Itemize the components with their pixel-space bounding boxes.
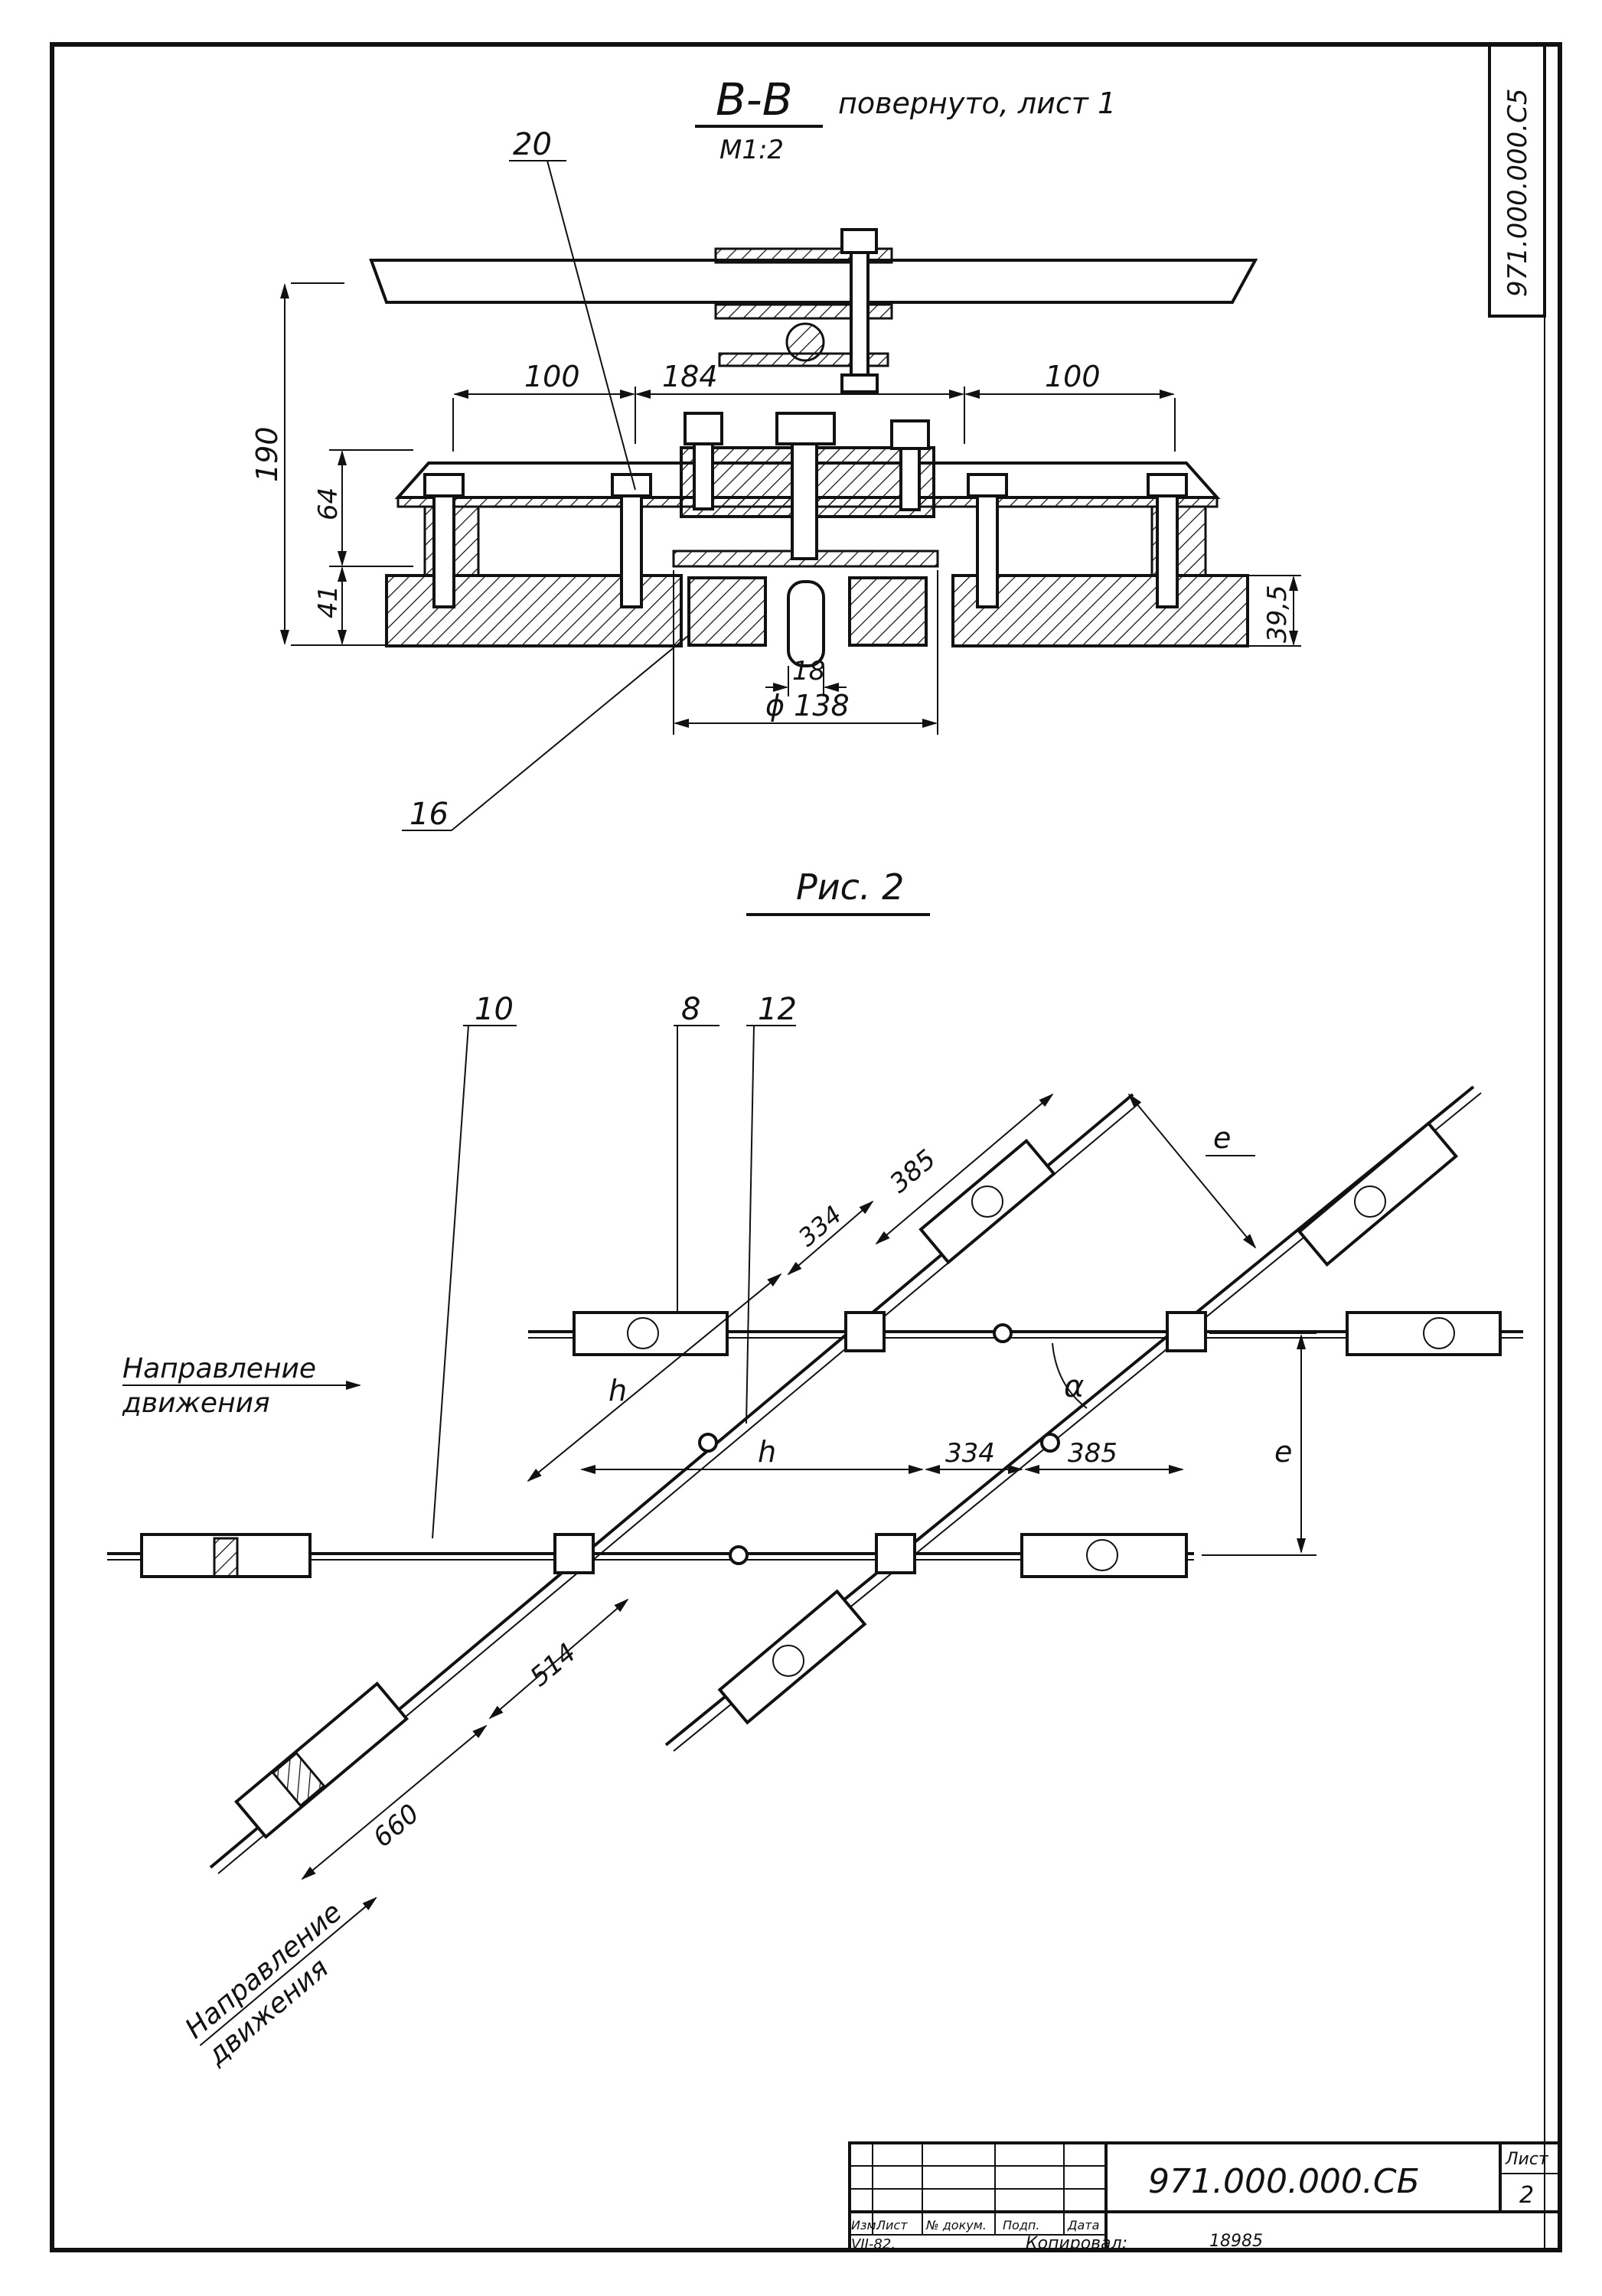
direction-text-1a: Направление bbox=[122, 1353, 316, 1384]
center-pin bbox=[787, 580, 825, 667]
direction-text-1b: движения bbox=[122, 1388, 270, 1419]
section-note: повернуто, лист 1 bbox=[838, 86, 1116, 120]
dim-100-right: 100 bbox=[1045, 360, 1101, 393]
rod-nodes bbox=[553, 1311, 1207, 1574]
top-bolt-head bbox=[840, 228, 878, 254]
direction-label-horizontal: Направление движения bbox=[122, 1353, 361, 1419]
dim-h-diagonal: h bbox=[608, 1374, 627, 1407]
rail-clamp-lower bbox=[714, 303, 893, 320]
callout-8: 8 bbox=[681, 992, 700, 1027]
base-rail-mid-left bbox=[687, 576, 767, 647]
dim-41: 41 bbox=[313, 585, 344, 618]
stamp-code-vertical: 971.000.000.С5 bbox=[1502, 89, 1533, 297]
col-date: Дата bbox=[1067, 2218, 1099, 2232]
base-bolts bbox=[423, 412, 1188, 608]
dim-660: 660 bbox=[367, 1799, 425, 1854]
dim-e-top: e bbox=[1213, 1121, 1231, 1155]
sheet-frame bbox=[50, 42, 1562, 2252]
callout-10: 10 bbox=[475, 992, 514, 1027]
col-list: Лист bbox=[876, 2218, 908, 2232]
angle-alpha: α bbox=[1064, 1369, 1084, 1404]
dim-phi-138: ϕ 138 bbox=[765, 689, 850, 722]
vertical-stamp: 971.000.000.С5 bbox=[1488, 43, 1546, 318]
dim-18: 18 bbox=[792, 656, 825, 687]
figure-2: Рис. 2 10 8 12 bbox=[107, 866, 1523, 2072]
top-rail bbox=[369, 259, 1258, 304]
section-view: В-В М1:2 повернуто, лист 1 190 100 184 1… bbox=[250, 73, 1301, 832]
title-block: 971.000.000.СБ Лист 2 Изм. Лист № докум.… bbox=[848, 2141, 1561, 2253]
dim-190: 190 bbox=[250, 426, 284, 482]
dim-385-mid: 385 bbox=[1068, 1438, 1117, 1469]
dim-385-top: 385 bbox=[884, 1144, 941, 1199]
bottom-nut bbox=[840, 373, 879, 393]
dim-h-horizontal: h bbox=[758, 1435, 776, 1469]
section-scale: М1:2 bbox=[719, 135, 784, 165]
figure-caption: Рис. 2 bbox=[796, 866, 904, 908]
dim-334-mid: 334 bbox=[945, 1438, 995, 1469]
sheet-number: 2 bbox=[1519, 2182, 1534, 2209]
top-bolt-body bbox=[850, 251, 870, 388]
section-label: В-В bbox=[716, 73, 793, 126]
doc-code: 971.000.000.СБ bbox=[1148, 2162, 1420, 2201]
col-doc: № докум. bbox=[925, 2218, 987, 2232]
dim-184: 184 bbox=[662, 360, 718, 393]
dim-64: 64 bbox=[313, 488, 344, 520]
col-izm: Изм. bbox=[851, 2218, 880, 2232]
direction-label-diagonal: Направление движения bbox=[179, 1896, 377, 2072]
callout-16: 16 bbox=[409, 797, 449, 832]
dim-e-right: e bbox=[1274, 1435, 1292, 1469]
sheet-label: Лист bbox=[1505, 2150, 1549, 2169]
dim-334-top: 334 bbox=[793, 1200, 847, 1252]
base-rail-right bbox=[951, 574, 1249, 647]
pin-circle bbox=[785, 322, 825, 362]
archive-number: 18985 bbox=[1209, 2232, 1263, 2251]
copied-label: Копировал: bbox=[1026, 2234, 1127, 2253]
base-rail-mid-right bbox=[848, 576, 928, 647]
date-value: VII-82. bbox=[851, 2236, 896, 2252]
dim-100-left: 100 bbox=[524, 360, 580, 393]
callout-20: 20 bbox=[513, 127, 552, 162]
col-sign: Подп. bbox=[1003, 2218, 1039, 2232]
callout-12: 12 bbox=[758, 992, 797, 1027]
dim-39-5: 39,5 bbox=[1262, 585, 1293, 643]
